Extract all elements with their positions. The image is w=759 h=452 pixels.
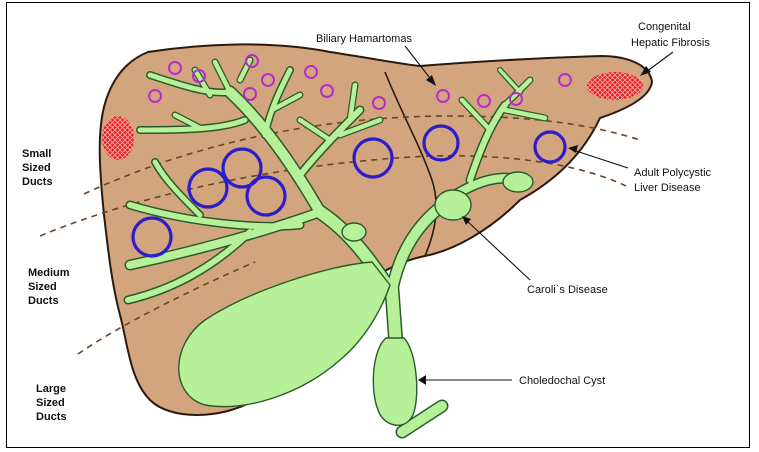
label-large-3: Ducts — [36, 411, 67, 423]
arrow-caroli — [466, 220, 530, 280]
label-adpld-1: Adult Polycystic — [634, 167, 712, 179]
label-small-2: Sized — [22, 162, 51, 174]
label-congenital-2: Hepatic Fibrosis — [631, 37, 710, 49]
arrow-fibrosis — [646, 52, 673, 72]
label-large-2: Sized — [36, 397, 65, 409]
arrowhead — [418, 375, 426, 385]
arrow-adpld — [573, 150, 628, 168]
caroli-dilation-3 — [342, 223, 366, 241]
label-congenital-1: Congenital — [638, 21, 691, 33]
label-caroli: Caroli`s Disease — [527, 284, 608, 296]
label-choledochal: Choledochal Cyst — [519, 375, 605, 387]
fibrosis-patch-right — [587, 72, 643, 100]
label-biliary-hamartomas: Biliary Hamartomas — [316, 33, 412, 45]
label-large-1: Large — [36, 383, 66, 395]
label-medium-3: Ducts — [28, 295, 59, 307]
label-small-1: Small — [22, 148, 51, 160]
choledochal-cyst — [373, 338, 416, 425]
label-small-3: Ducts — [22, 176, 53, 188]
label-medium-2: Sized — [28, 281, 57, 293]
label-medium-1: Medium — [28, 267, 70, 279]
fibrosis-patch-left — [102, 116, 134, 160]
caroli-dilation-1 — [435, 190, 471, 220]
caroli-dilation-2 — [503, 172, 533, 192]
label-adpld-2: Liver Disease — [634, 182, 701, 194]
